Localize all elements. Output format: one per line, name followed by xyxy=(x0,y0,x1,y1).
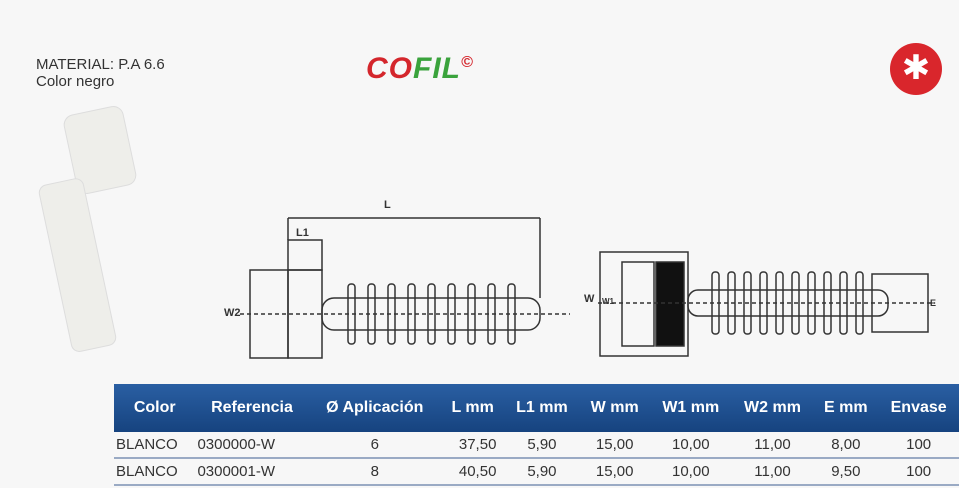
dim-L1: L1 xyxy=(296,227,309,239)
column-header: L mm xyxy=(440,384,505,432)
table-cell: 15,00 xyxy=(579,458,650,486)
color-label: Color negro xyxy=(36,73,115,90)
material-info: MATERIAL: P.A 6.6 Color negro xyxy=(36,56,165,90)
column-header: Envase xyxy=(878,384,959,432)
table-cell: 100 xyxy=(878,458,959,486)
side-view xyxy=(240,217,570,359)
table-cell: 5,90 xyxy=(504,432,580,459)
dim-W: W xyxy=(584,293,595,305)
table-cell: 0300001-W xyxy=(195,458,309,486)
column-header: Ø Aplicación xyxy=(308,384,441,432)
table-cell: 9,50 xyxy=(813,458,879,486)
column-header: L1 mm xyxy=(504,384,580,432)
column-header: W1 mm xyxy=(649,384,732,432)
table-cell: 8 xyxy=(308,458,441,486)
table-cell: 11,00 xyxy=(731,458,814,486)
cofil-logo: COFIL© xyxy=(366,52,474,85)
table-cell: 10,00 xyxy=(649,458,732,486)
rib xyxy=(791,271,800,335)
table-cell: 0300000-W xyxy=(195,432,309,459)
column-header: Color xyxy=(114,384,196,432)
brand-icon: ✱ xyxy=(890,43,942,95)
table-cell: 6 xyxy=(308,432,441,459)
table-cell: 40,50 xyxy=(440,458,505,486)
front-view xyxy=(598,251,935,357)
dim-L: L xyxy=(384,199,391,211)
column-header: Referencia xyxy=(195,384,309,432)
dim-W2: W2 xyxy=(224,307,241,319)
column-header: E mm xyxy=(813,384,879,432)
table-cell: 37,50 xyxy=(440,432,505,459)
table-cell: 15,00 xyxy=(579,432,650,459)
dim-W1: W1 xyxy=(602,297,615,306)
column-header: W2 mm xyxy=(731,384,814,432)
table-cell: BLANCO xyxy=(114,432,196,459)
column-header: W mm xyxy=(579,384,650,432)
rib xyxy=(427,283,436,345)
rib xyxy=(743,271,752,335)
rib xyxy=(447,283,456,345)
dim-E: E xyxy=(930,298,936,308)
rib xyxy=(855,271,864,335)
table-cell: 8,00 xyxy=(813,432,879,459)
table-cell: 5,90 xyxy=(504,458,580,486)
product-photo xyxy=(38,105,137,352)
table-cell: 100 xyxy=(878,432,959,459)
table-cell: 10,00 xyxy=(649,432,732,459)
material-label: MATERIAL: P.A 6.6 xyxy=(36,56,165,73)
table-cell: BLANCO xyxy=(114,458,196,486)
table-cell: 11,00 xyxy=(731,432,814,459)
